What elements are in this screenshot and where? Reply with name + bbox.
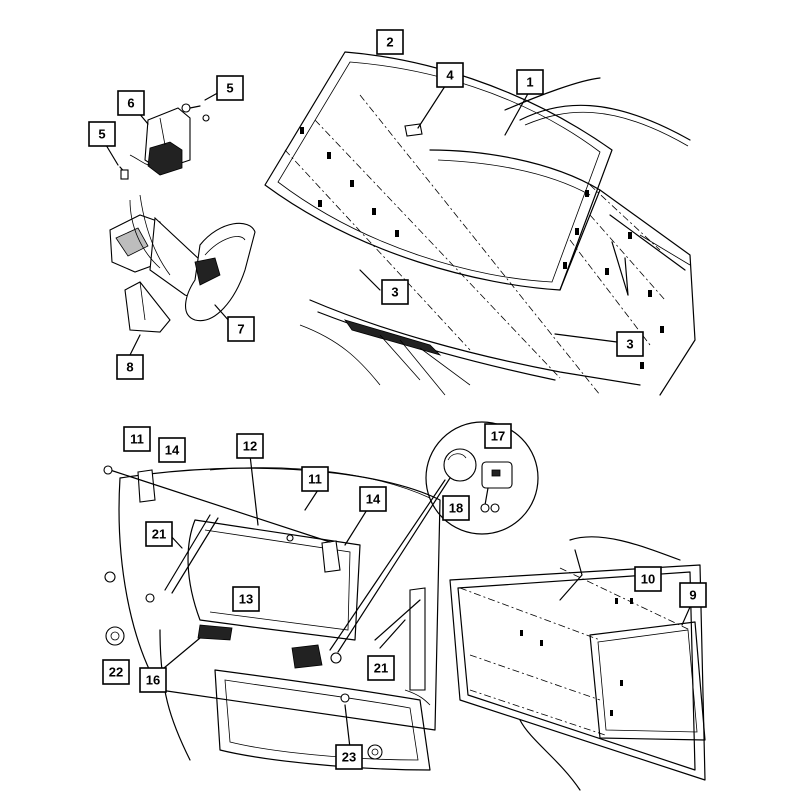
svg-text:7: 7	[237, 322, 244, 337]
mirror-sensor-assembly	[109, 103, 256, 333]
callout-21-right: 21	[367, 655, 395, 681]
svg-text:13: 13	[239, 592, 253, 607]
callout-8: 8	[116, 354, 144, 380]
svg-text:11: 11	[130, 432, 144, 447]
svg-text:23: 23	[342, 750, 356, 765]
windshield-assembly	[264, 51, 696, 396]
callout-7: 7	[227, 316, 255, 342]
callout-5-top: 5	[216, 75, 244, 101]
callout-12: 12	[236, 433, 264, 459]
svg-text:11: 11	[308, 472, 322, 487]
svg-text:3: 3	[626, 337, 633, 352]
callout-10: 10	[634, 566, 662, 592]
callout-23: 23	[335, 744, 363, 770]
svg-text:18: 18	[449, 501, 463, 516]
svg-text:9: 9	[689, 588, 696, 603]
svg-text:8: 8	[126, 360, 133, 375]
svg-text:5: 5	[98, 127, 105, 142]
callout-22: 22	[102, 659, 130, 685]
leader-lines	[102, 79, 691, 749]
callout-6: 6	[117, 90, 145, 116]
detail-circle	[425, 421, 539, 535]
liftgate-assembly	[103, 465, 451, 771]
svg-text:22: 22	[109, 665, 123, 680]
callout-17: 17	[484, 423, 512, 449]
svg-text:12: 12	[243, 439, 257, 454]
svg-text:16: 16	[146, 673, 160, 688]
callout-11-left: 11	[123, 426, 151, 452]
callout-18: 18	[442, 495, 470, 521]
callout-21-left: 21	[145, 521, 173, 547]
svg-text:10: 10	[641, 572, 655, 587]
callout-9: 9	[679, 582, 707, 608]
callout-14-right: 14	[359, 486, 387, 512]
svg-text:5: 5	[226, 81, 233, 96]
callout-11-right: 11	[301, 466, 329, 492]
callout-2: 2	[376, 29, 404, 55]
svg-text:2: 2	[386, 35, 393, 50]
svg-text:21: 21	[152, 527, 166, 542]
svg-text:4: 4	[446, 68, 454, 83]
svg-text:14: 14	[366, 492, 381, 507]
svg-text:3: 3	[391, 285, 398, 300]
svg-text:17: 17	[491, 429, 505, 444]
svg-text:14: 14	[165, 443, 180, 458]
rear-window-assembly	[449, 536, 706, 791]
svg-text:6: 6	[127, 96, 134, 111]
callout-16: 16	[139, 667, 167, 693]
svg-text:1: 1	[526, 75, 533, 90]
callout-14-left: 14	[158, 437, 186, 463]
callout-5-left: 5	[88, 121, 116, 147]
callout-1: 1	[516, 69, 544, 95]
callout-13: 13	[232, 586, 260, 612]
callout-3-left: 3	[381, 279, 409, 305]
svg-text:21: 21	[374, 661, 388, 676]
callout-4: 4	[436, 62, 464, 88]
callout-3-right: 3	[616, 331, 644, 357]
